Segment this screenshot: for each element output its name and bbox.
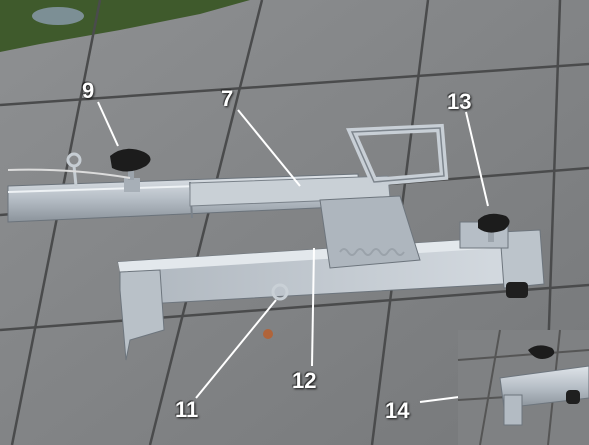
knob-13-stem (488, 226, 494, 242)
callout-14: 14 (385, 398, 410, 423)
end-block (499, 229, 545, 289)
knob-13 (478, 213, 510, 233)
callout-12: 12 (292, 368, 317, 393)
front-leg (119, 269, 165, 361)
spring (339, 248, 405, 256)
knob-9-stem (128, 164, 134, 180)
pin-11 (271, 283, 289, 301)
callout-13: 13 (447, 89, 472, 114)
wheel (506, 282, 528, 298)
knob-9 (110, 148, 151, 172)
stone (32, 7, 84, 25)
callout-11: 11 (175, 397, 199, 422)
inset-photo (457, 329, 589, 445)
callout-7: 7 (221, 86, 234, 111)
cable (7, 168, 131, 179)
callout-9: 9 (82, 78, 95, 103)
